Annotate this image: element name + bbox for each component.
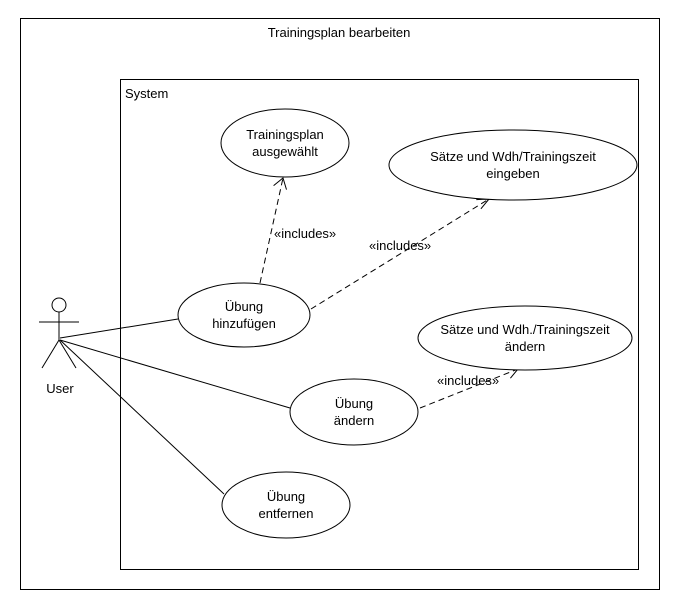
- svg-text:hinzufügen: hinzufügen: [212, 316, 276, 331]
- system-label: System: [125, 86, 168, 101]
- use-case-change-sets[interactable]: Sätze und Wdh./Trainingszeit ändern: [417, 305, 633, 371]
- include-add-to-selected: [259, 177, 287, 284]
- use-case-remove-exercise[interactable]: Übung entfernen: [221, 471, 351, 539]
- svg-text:ausgewählt: ausgewählt: [252, 144, 318, 159]
- actor-head: [51, 297, 67, 313]
- actor-user[interactable]: [39, 297, 79, 369]
- svg-text:Sätze und Wdh./Trainingszeit: Sätze und Wdh./Trainingszeit: [440, 322, 610, 337]
- system-boundary: [120, 79, 639, 570]
- svg-text:ändern: ändern: [505, 339, 545, 354]
- association-add-exercise: [59, 318, 179, 339]
- actor-label: User: [46, 381, 74, 396]
- svg-text:Übung: Übung: [267, 489, 305, 504]
- use-case-change-exercise[interactable]: Übung ändern: [289, 378, 419, 446]
- include-add-to-enter-sets: [310, 198, 491, 310]
- svg-text:Übung: Übung: [225, 299, 263, 314]
- svg-text:ändern: ändern: [334, 413, 374, 428]
- use-case-add-exercise[interactable]: Übung hinzufügen: [177, 282, 311, 348]
- include-label-add-to-enter-sets: «includes»: [369, 238, 431, 253]
- use-case-enter-sets[interactable]: Sätze und Wdh/Trainingszeit eingeben: [388, 129, 638, 201]
- svg-text:eingeben: eingeben: [486, 166, 540, 181]
- include-label-change-to-change-sets: «includes»: [437, 373, 499, 388]
- diagram-frame: [20, 18, 660, 590]
- svg-text:Übung: Übung: [335, 396, 373, 411]
- association-remove-exercise: [59, 339, 225, 495]
- association-change-exercise: [59, 339, 291, 409]
- include-label-add-to-selected: «includes»: [274, 226, 336, 241]
- svg-text:entfernen: entfernen: [259, 506, 314, 521]
- use-case-plan-selected[interactable]: Trainingsplan ausgewählt: [220, 108, 350, 178]
- svg-text:Sätze und Wdh/Trainingszeit: Sätze und Wdh/Trainingszeit: [430, 149, 596, 164]
- svg-text:Trainingsplan: Trainingsplan: [246, 127, 324, 142]
- diagram-title: Trainingsplan bearbeiten: [268, 25, 411, 40]
